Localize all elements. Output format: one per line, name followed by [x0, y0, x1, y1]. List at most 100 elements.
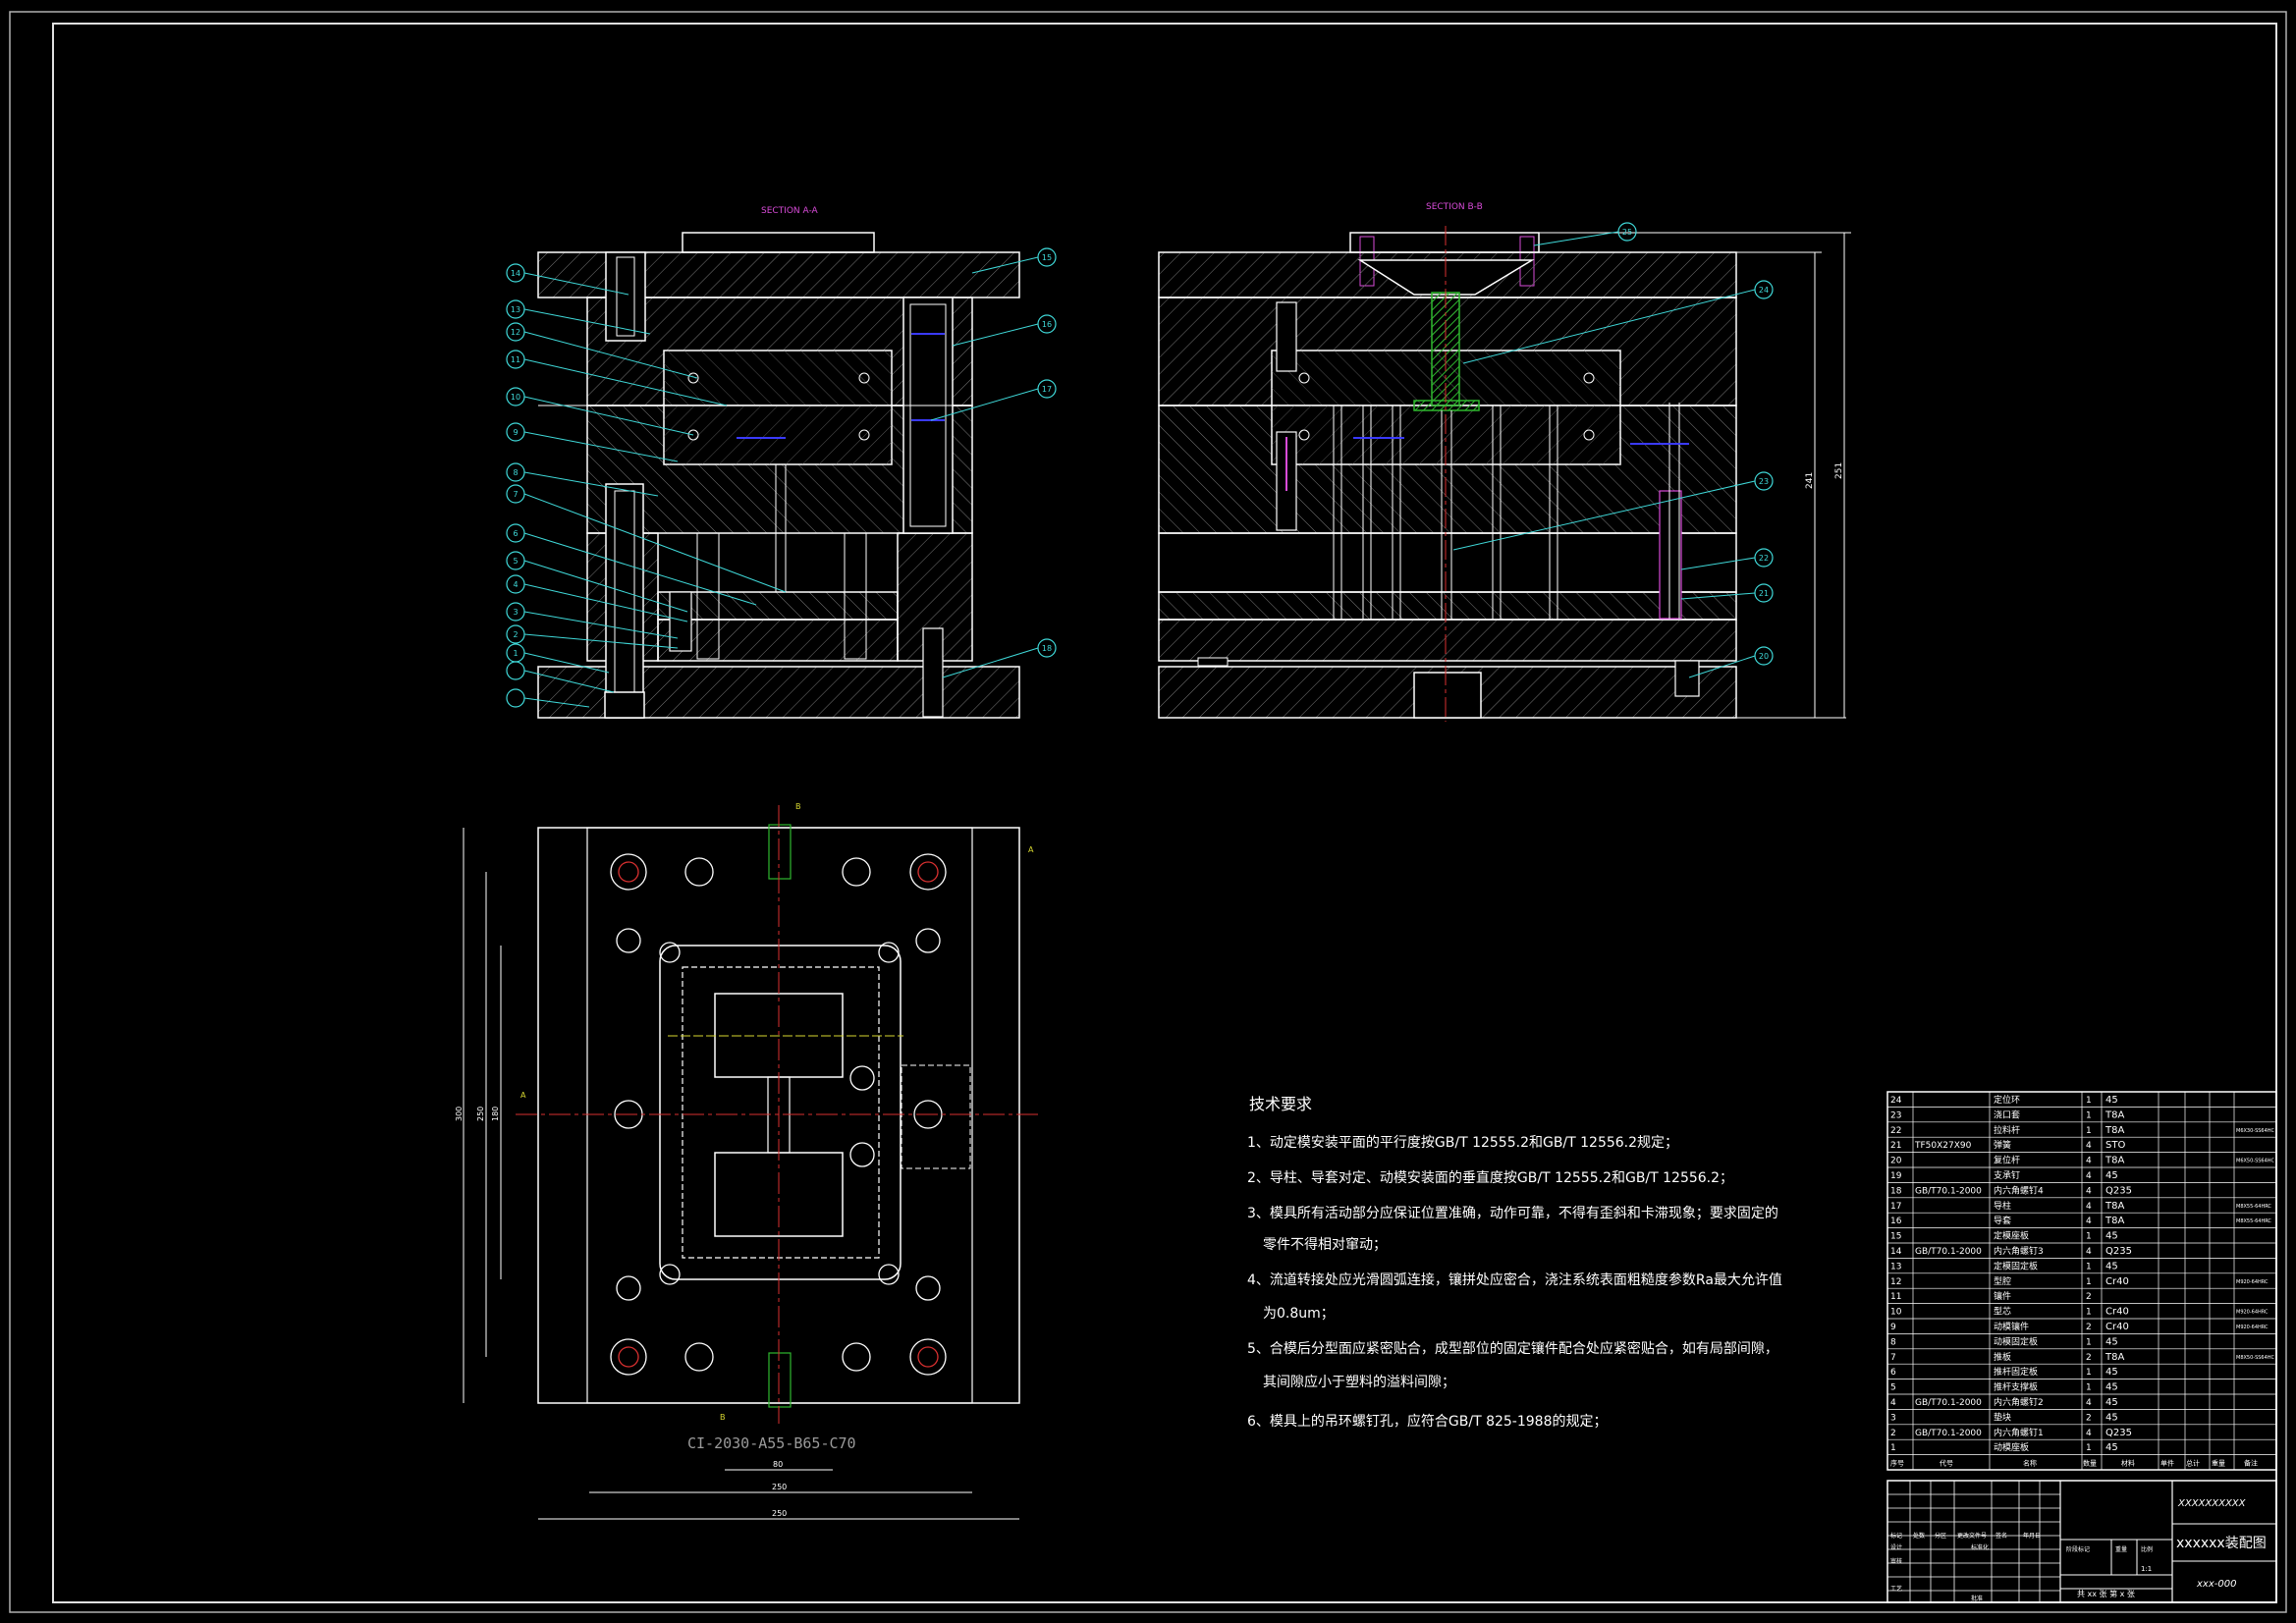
bom-qty: 4	[2086, 1202, 2092, 1212]
balloon-label: 24	[1759, 286, 1769, 295]
balloon-label: 22	[1759, 554, 1769, 563]
balloon-leader	[523, 308, 651, 335]
bom-qty: 1	[2086, 1368, 2092, 1378]
scale-value: 1:1	[2141, 1565, 2152, 1573]
bom-no: 20	[1890, 1157, 1902, 1166]
balloon-label: 17	[1042, 385, 1052, 394]
rev-label: 标记	[1890, 1532, 1902, 1540]
bom-header-cell: 名称	[2023, 1459, 2037, 1468]
bom-name: 垫块	[1994, 1411, 2011, 1423]
bom-note: M8X55-64HRC	[2236, 1218, 2271, 1224]
inner-border	[52, 23, 2277, 1603]
bom-material: Cr40	[2105, 1276, 2129, 1287]
balloon-label: 23	[1759, 477, 1769, 486]
title-block: XXXXXXXXXX xxxxxx装配图 xxx-000 共 xx 张 第 x …	[1886, 1480, 2277, 1603]
balloon-circle	[506, 624, 525, 644]
bom-header-cell: 材料	[2121, 1459, 2135, 1468]
balloon-circle	[506, 523, 525, 543]
tech-req-line: 1、动定模安装平面的平行度按GB/T 12555.2和GB/T 12556.2规…	[1247, 1135, 1678, 1151]
balloon-label: 16	[1042, 320, 1052, 329]
bom-qty: 1	[2086, 1262, 2092, 1271]
balloon-leader	[1688, 655, 1756, 678]
balloon-leader	[523, 272, 629, 296]
bom-no: 12	[1890, 1277, 1901, 1287]
balloon-label: 14	[511, 269, 520, 278]
bom-qty: 4	[2086, 1429, 2092, 1438]
bom-name: 内六角螺钉1	[1994, 1427, 2044, 1438]
weight-label: 重量	[2115, 1545, 2127, 1553]
bom-name: 型腔	[1994, 1275, 2011, 1287]
sign-label: 标准化	[1971, 1543, 1989, 1551]
bom-no: 4	[1890, 1398, 1896, 1408]
balloon-label: 3	[513, 608, 518, 617]
plan-dim-4: 80	[773, 1460, 783, 1469]
bom-material: T8A	[2105, 1109, 2124, 1120]
balloon-label: 9	[513, 428, 518, 437]
balloon-circle	[506, 350, 525, 369]
balloon-circle	[506, 551, 525, 570]
bom-name: 动模固定板	[1994, 1335, 2038, 1347]
bom-name: 内六角螺钉3	[1994, 1245, 2044, 1257]
balloon-circle	[1754, 583, 1774, 603]
balloon-leader	[1452, 480, 1756, 551]
bom-name: 内六角螺钉4	[1994, 1184, 2044, 1196]
balloon-leader	[523, 396, 694, 436]
balloon-label: 12	[511, 328, 520, 337]
bom-material: 45	[2105, 1442, 2118, 1453]
tech-req-line: 5、合模后分型面应紧密贴合，成型部位的固定镶件配合处应紧密贴合，如有局部间隙，	[1247, 1340, 1778, 1357]
bom-material: Cr40	[2105, 1307, 2129, 1318]
bom-qty: 1	[2086, 1232, 2092, 1242]
plan-dim-5: 250	[772, 1483, 787, 1491]
tech-req-line: 零件不得相对窜动；	[1263, 1236, 1387, 1253]
balloon-leader	[523, 633, 679, 649]
balloon-label: 5	[513, 557, 518, 566]
section-aa-title: SECTION A-A	[761, 206, 819, 216]
balloon-circle	[1037, 247, 1057, 267]
bom-std: TF50X27X90	[1914, 1141, 1972, 1151]
outer-border	[9, 11, 2287, 1613]
balloon-label: 1	[513, 649, 518, 658]
bom-std: GB/T70.1-2000	[1915, 1429, 1982, 1438]
bom-material: T8A	[2105, 1201, 2124, 1212]
bom-no: 1	[1890, 1443, 1896, 1453]
bom-header-cell: 备注	[2244, 1459, 2258, 1468]
sheet-count: 共 xx 张 第 x 张	[2077, 1589, 2135, 1598]
balloon-leader	[523, 611, 679, 639]
balloon-leader	[952, 323, 1039, 347]
bom-note: M920-64HRC	[2236, 1310, 2269, 1316]
bom-name: 定模座板	[1994, 1230, 2029, 1242]
balloon-leader	[1680, 592, 1756, 600]
balloon-label: 11	[511, 355, 520, 364]
bom-no: 14	[1890, 1247, 1902, 1257]
bom-qty: 4	[2086, 1141, 2092, 1151]
balloon-circle	[506, 322, 525, 342]
bom-no: 17	[1890, 1202, 1901, 1212]
bom-name: 推板	[1994, 1351, 2011, 1363]
bom-no: 10	[1890, 1308, 1902, 1318]
plan-view: CI-2030-A55-B65-C70 300 250 180 80 250 2…	[455, 802, 1041, 1520]
bom-name: 推杆固定板	[1994, 1366, 2038, 1378]
bom-note: M920-64HRC	[2236, 1325, 2269, 1330]
balloon-leader	[523, 560, 688, 613]
bom-qty: 2	[2086, 1292, 2092, 1302]
balloon-circle	[1617, 222, 1637, 242]
balloon-leader	[1533, 231, 1619, 246]
bom-name: 定模固定板	[1994, 1260, 2038, 1271]
balloon-circle	[506, 462, 525, 482]
bom-name: 拉料杆	[1994, 1124, 2020, 1136]
balloon-circle	[506, 387, 525, 406]
balloon-label: 18	[1042, 644, 1052, 653]
bom-material: Q235	[2105, 1246, 2132, 1257]
bom-std: GB/T70.1-2000	[1915, 1186, 1982, 1196]
balloon-leader	[523, 583, 688, 622]
balloon-leader	[523, 697, 590, 708]
bom-header-cell: 数量	[2083, 1459, 2097, 1468]
balloon-leader	[1680, 557, 1756, 570]
balloon-leader	[523, 493, 787, 593]
bom-no: 19	[1890, 1171, 1902, 1181]
balloon-label: 13	[511, 305, 520, 314]
bom-qty: 1	[2086, 1443, 2092, 1453]
balloon-circle	[506, 299, 525, 319]
plan-dim-2: 250	[476, 1107, 485, 1121]
